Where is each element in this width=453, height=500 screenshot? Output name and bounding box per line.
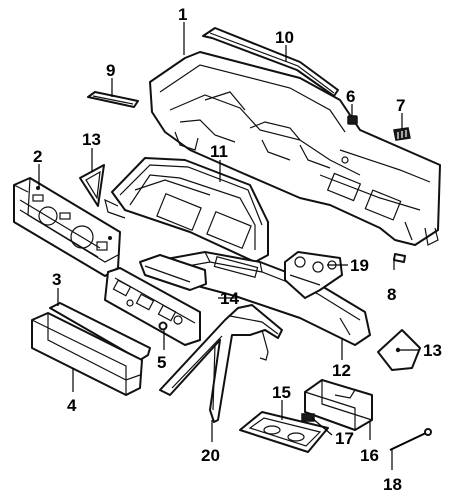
callout-1: 1 [178, 5, 187, 24]
instrument-cluster-part [13, 177, 121, 277]
callout-8: 8 [387, 285, 396, 304]
callout-4: 4 [67, 396, 77, 415]
callout-17: 17 [335, 429, 354, 448]
callout-12: 12 [332, 361, 351, 380]
trim-bar-part [87, 91, 139, 108]
cluster-bezel-part [104, 157, 269, 263]
callout-18: 18 [383, 475, 402, 494]
end-cover-right-part [377, 329, 421, 371]
retainer-part [393, 127, 411, 141]
screw-part [158, 321, 168, 331]
rod-part [389, 428, 432, 451]
callout-10: 10 [275, 28, 294, 47]
callout-labels: 1 2 3 4 5 6 7 8 9 10 11 12 13 13 14 15 1… [33, 5, 442, 494]
callout-6: 6 [346, 87, 355, 106]
tray-part [239, 411, 329, 453]
callout-15: 15 [272, 383, 291, 402]
callout-9: 9 [106, 61, 115, 80]
storage-bin-part [304, 379, 373, 431]
support-brace-part [159, 304, 283, 423]
callout-20: 20 [201, 446, 220, 465]
bolt-part [393, 253, 406, 263]
callout-5: 5 [157, 353, 166, 372]
switch-module-part [104, 254, 207, 346]
callout-7: 7 [396, 96, 405, 115]
callout-2: 2 [33, 147, 42, 166]
callout-14: 14 [220, 289, 239, 308]
defroster-strip-part [202, 27, 339, 97]
cluster-cover-part [31, 312, 143, 396]
callout-19: 19 [350, 256, 369, 275]
callout-13-left: 13 [82, 130, 101, 149]
instrument-panel-part [149, 51, 441, 246]
leader-lines [38, 22, 420, 470]
clip-small-part [301, 413, 315, 422]
callout-11: 11 [210, 142, 228, 161]
callout-3: 3 [52, 270, 61, 289]
clip-part [347, 115, 358, 125]
bracket-part [284, 251, 343, 299]
callout-13-right: 13 [423, 341, 442, 360]
callout-16: 16 [360, 446, 379, 465]
